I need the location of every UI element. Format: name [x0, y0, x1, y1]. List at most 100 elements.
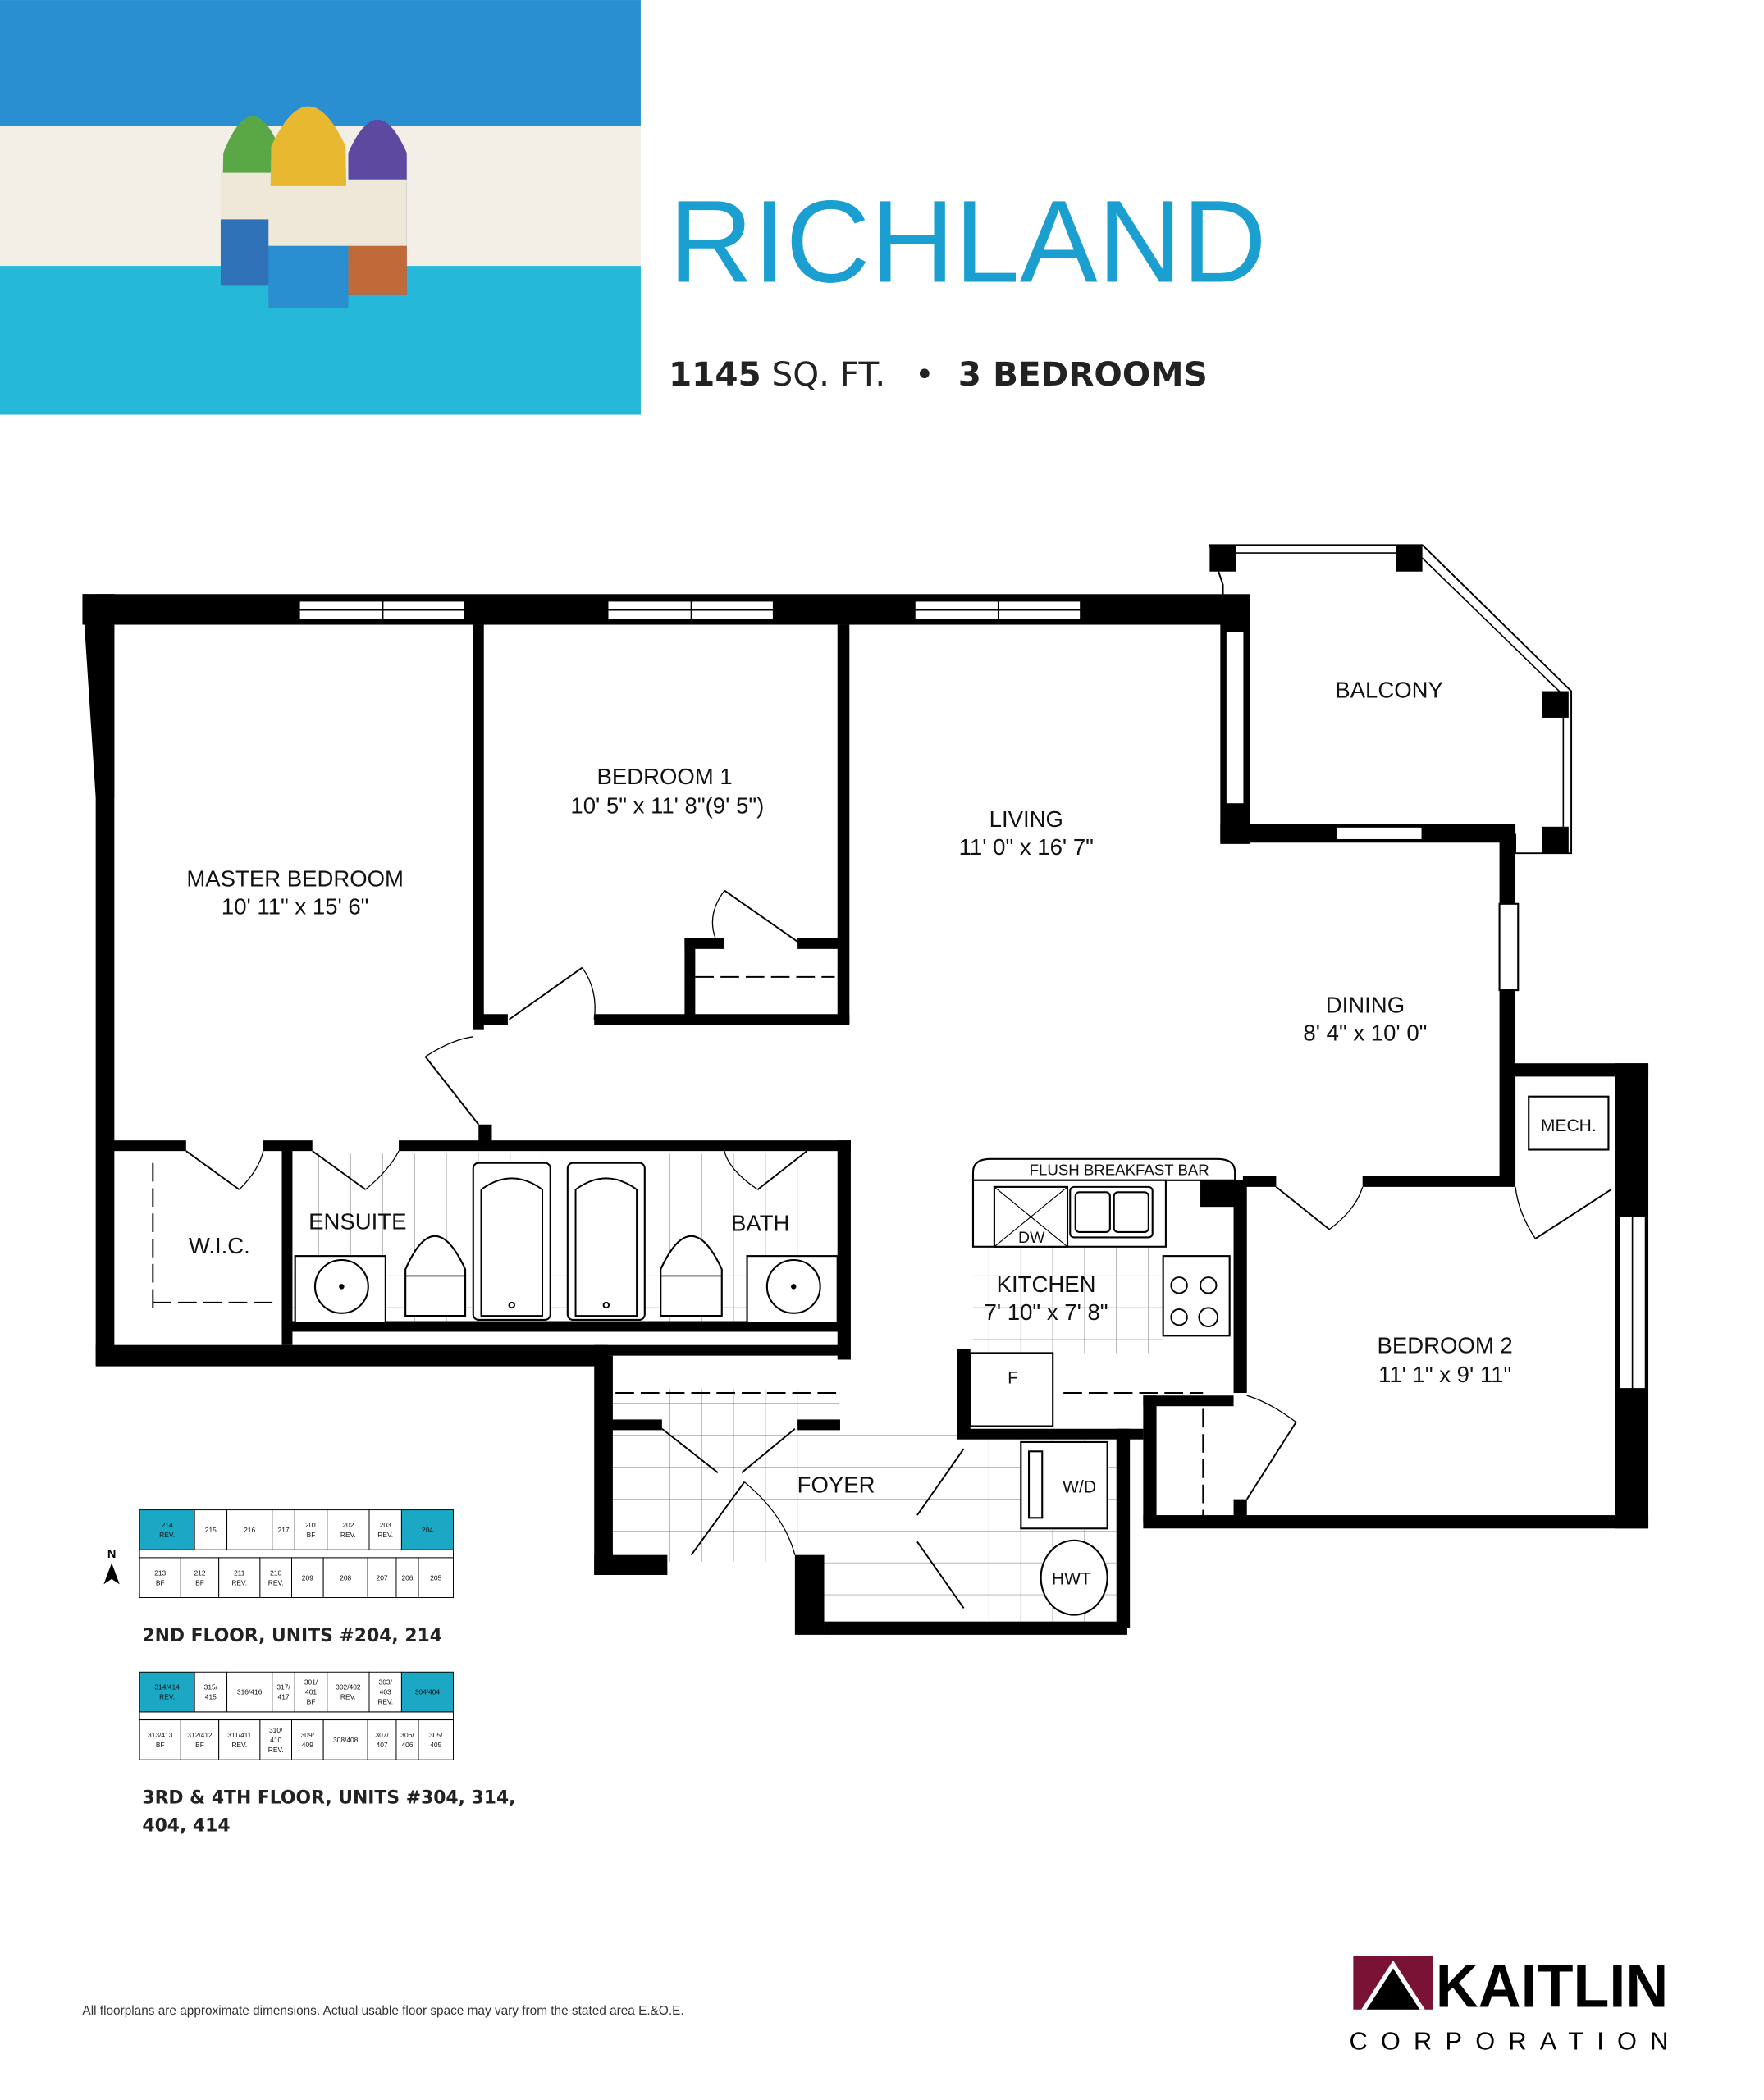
dining-dims: 8' 4" x 10' 0" — [1303, 1020, 1427, 1046]
keyplan-unit — [194, 1671, 228, 1713]
keyplan-unit-label: 401 — [305, 1688, 317, 1696]
keyplan-unit-label: 306/ — [400, 1731, 414, 1739]
keyplan-unit-label: REV. — [268, 1578, 284, 1586]
living-label: LIVING — [989, 806, 1063, 832]
keyplan-unit-label: 216 — [244, 1526, 255, 1534]
keyplan-unit-label: 316/416 — [237, 1688, 263, 1696]
keyplan-unit-label: 308/408 — [333, 1736, 359, 1744]
bedroom1-dims: 10' 5" x 11' 8"(9' 5") — [570, 793, 764, 819]
keyplan-unit-label: 312/412 — [187, 1731, 213, 1739]
keyplan-unit-label: 215 — [205, 1526, 217, 1534]
keyplan-unit — [218, 1719, 261, 1760]
keyplan-unit — [139, 1557, 181, 1599]
keyplan-unit — [291, 1557, 324, 1599]
doors — [185, 889, 1612, 1609]
keyplan-unit-label: REV. — [231, 1578, 247, 1586]
keyplan-unit — [418, 1719, 454, 1760]
master-bedroom-dims: 10' 11" x 15' 6" — [222, 894, 369, 920]
north-arrow-icon — [103, 1563, 120, 1585]
mech-label: MECH. — [1541, 1116, 1597, 1135]
keyplan-unit-label: 205 — [430, 1573, 441, 1582]
sqft-value: 1145 — [669, 354, 761, 394]
dishwasher-label: DW — [1018, 1229, 1045, 1247]
svg-text:1145 SQ. FT. • 3 BEDROOMS: 1145 SQ. FT. • 3 BEDROOMS — [669, 354, 1208, 394]
keyplan-unit — [327, 1509, 370, 1550]
keyplan-unit-label: 305/ — [429, 1731, 443, 1739]
keyplan-unit — [226, 1509, 273, 1550]
keyplan-unit-label: REV. — [340, 1531, 356, 1539]
keyplan-unit-label: 202 — [342, 1521, 354, 1529]
keyplan-unit-highlighted — [139, 1509, 195, 1550]
living-dims: 11' 0" x 16' 7" — [959, 834, 1094, 860]
keyplan-unit — [367, 1557, 397, 1599]
logo-name: KAITLIN — [1436, 1952, 1669, 2020]
keyplan-unit-label: 309/ — [301, 1731, 315, 1739]
keyplan-unit — [272, 1509, 295, 1550]
dining-label: DINING — [1326, 993, 1405, 1018]
sqft-unit: SQ. FT. — [772, 354, 886, 394]
keyplan-unit-label: 209 — [302, 1573, 313, 1582]
keyplan-unit-label: 417 — [278, 1693, 290, 1701]
closet-shelves — [152, 975, 1204, 1516]
keyplan-unit — [418, 1557, 454, 1599]
unit-summary: 1145 SQ. FT. • 3 BEDROOMS — [669, 354, 1208, 394]
keyplan-unit — [139, 1719, 181, 1760]
keyplan-unit — [291, 1719, 324, 1760]
keyplan-unit-label: REV. — [268, 1746, 284, 1754]
keyplan-unit-label: 213 — [154, 1568, 166, 1577]
keyplan-unit-label: 302/402 — [336, 1683, 361, 1691]
keyplan-unit-label: 313/413 — [148, 1731, 173, 1739]
keyplan-unit — [395, 1719, 419, 1760]
keyplan-unit — [272, 1671, 295, 1713]
keyplan-unit-label: 314/414 — [154, 1683, 180, 1691]
keyplan-unit-label: BF — [156, 1741, 165, 1749]
keyplan-unit-label: REV. — [231, 1741, 247, 1749]
keyplan-unit-label: REV. — [377, 1531, 393, 1539]
keyplan-unit-label: 311/411 — [227, 1731, 251, 1739]
keyplan-caption-3rd-4th-floor: 3RD & 4TH FLOOR, UNITS #304, 314, — [142, 1788, 515, 1809]
keyplan-unit-label: REV. — [159, 1531, 175, 1539]
keyplan-unit-label: REV. — [159, 1693, 175, 1701]
north-label: N — [107, 1548, 117, 1561]
keyplan-unit-label: BF — [307, 1698, 316, 1706]
keyplan-unit-label: BF — [195, 1578, 204, 1586]
keyplan-unit-label: 207 — [377, 1573, 388, 1582]
keyplan-unit-label: 303/ — [379, 1678, 393, 1687]
windows — [298, 600, 1647, 1390]
separator: • — [915, 354, 935, 394]
keyplan-unit-label: 301/ — [304, 1678, 318, 1687]
keyplan-unit — [218, 1557, 261, 1599]
kitchen-dims: 7' 10" x 7' 8" — [985, 1299, 1108, 1325]
keyplan-unit — [259, 1557, 292, 1599]
ensuite-label: ENSUITE — [308, 1209, 406, 1235]
keyplan-unit-label: 217 — [278, 1526, 290, 1534]
keyplan-unit-highlighted — [400, 1671, 454, 1713]
keyplan-unit-label: 304/404 — [415, 1688, 441, 1696]
keyplan-unit — [194, 1509, 228, 1550]
keyplan-unit — [294, 1509, 328, 1550]
keyplan-unit-label: 315/ — [204, 1683, 218, 1691]
keyplan-caption-3rd-4th-floor-line2: 404, 414 — [142, 1816, 230, 1837]
fridge-label: F — [1008, 1369, 1018, 1388]
keyplan-unit-label: 307/ — [375, 1731, 389, 1739]
keyplan-unit-label: 405 — [430, 1741, 441, 1749]
breakfast-bar-label: FLUSH BREAKFAST BAR — [1030, 1161, 1209, 1178]
header-banner — [0, 0, 641, 415]
keyplan-corridor — [139, 1711, 454, 1721]
keyplan-unit-highlighted — [139, 1671, 195, 1713]
keyplan-unit-label: 206 — [401, 1573, 413, 1582]
keyplan-unit — [322, 1557, 368, 1599]
logo-subtitle: CORPORATION — [1349, 2026, 1668, 2055]
keyplan-3rd-4th-floor: 314/414REV.315/415316/416317/417301/401B… — [139, 1671, 454, 1760]
keyplan-unit-label: 317/ — [276, 1683, 290, 1691]
bedroom2-label: BEDROOM 2 — [1378, 1332, 1513, 1358]
washer-dryer-label: W/D — [1063, 1478, 1096, 1497]
balcony-label: BALCONY — [1335, 678, 1443, 703]
keyplan-unit — [226, 1671, 273, 1713]
keyplan-unit — [294, 1671, 328, 1713]
keyplan-unit-label: 212 — [194, 1568, 205, 1577]
buoys-image — [220, 106, 407, 308]
keyplan-unit — [322, 1719, 368, 1760]
